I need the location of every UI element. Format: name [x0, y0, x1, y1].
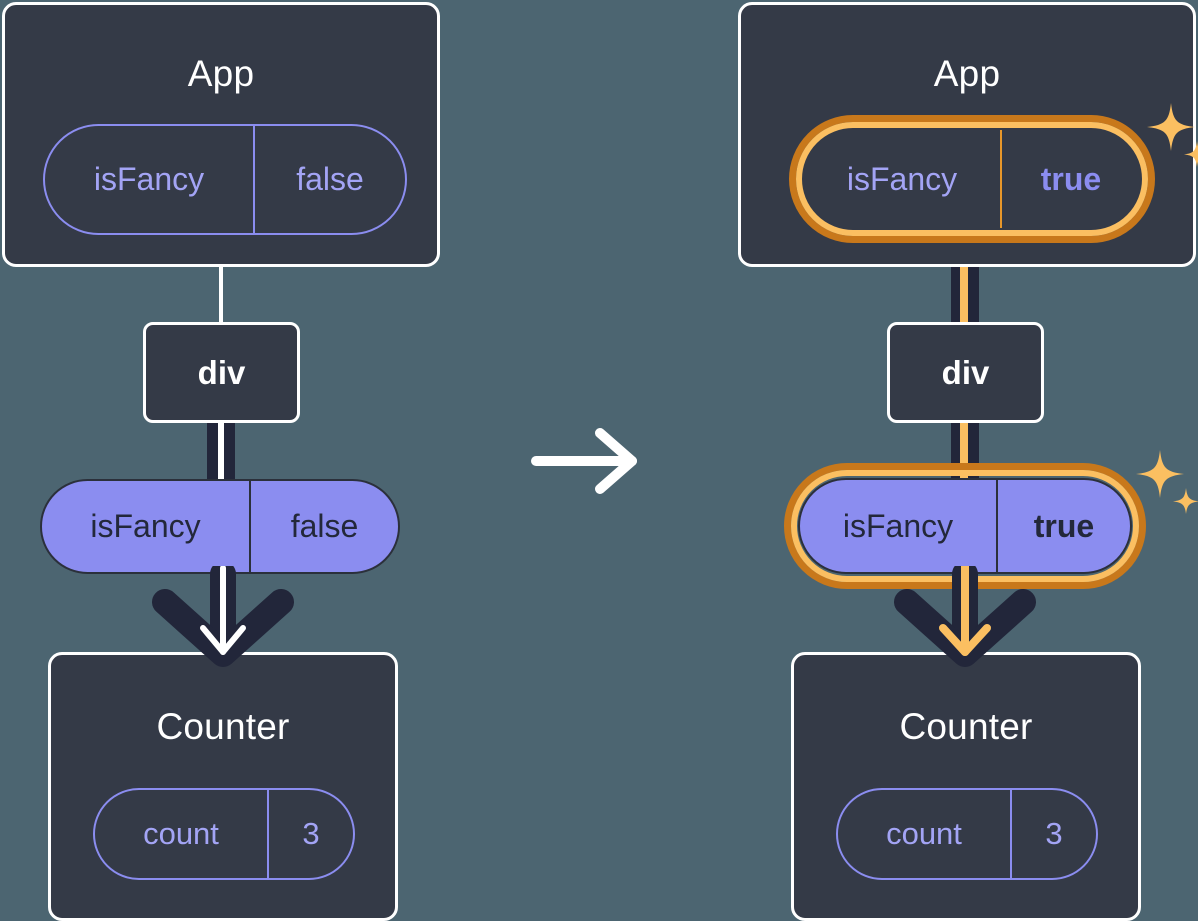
div-label-right: div [941, 353, 990, 391]
app-state-pill-right: isFancy true [804, 130, 1140, 228]
counter-state-pill-right: count 3 [836, 788, 1098, 880]
counter-node-left: Counter count 3 [48, 652, 398, 921]
sparkle-icon-prop-right [1128, 440, 1198, 530]
div-label-left: div [197, 353, 246, 391]
highlight-ring-outer-app-right [789, 115, 1155, 243]
pill-value-left-app: false [253, 126, 405, 233]
app-title-right: App [933, 53, 1001, 94]
pill-name-left-app: isFancy [93, 161, 205, 197]
transition-arrow-icon [528, 425, 648, 497]
pill-value-right-prop: true [996, 480, 1130, 572]
counter-title-right: Counter [899, 706, 1033, 747]
wire-app-to-div-left [219, 262, 223, 324]
wire-div-to-pill-right-core [960, 420, 968, 486]
app-state-pill-left: isFancy false [43, 124, 407, 235]
counter-state-pill-left: count 3 [93, 788, 355, 880]
prop-pill-left: isFancy false [40, 479, 400, 574]
app-node-left: App isFancy false [2, 2, 440, 267]
app-title-left: App [187, 53, 255, 94]
sparkle-icon-app-right [1139, 93, 1198, 183]
pill-name-right-prop: isFancy [842, 507, 954, 544]
highlight-ring-inner-app-right [796, 122, 1148, 236]
pill-name-left-prop: isFancy [90, 508, 201, 544]
arrow-pill-to-counter-left [140, 561, 306, 676]
pill-value-right-app: true [1000, 130, 1140, 228]
pill-name-right-app: isFancy [846, 160, 958, 197]
arrow-pill-to-counter-right [882, 561, 1048, 676]
counter-title-left: Counter [156, 706, 290, 747]
counter-node-right: Counter count 3 [791, 652, 1141, 921]
pill-name-right-counter: count [886, 816, 962, 851]
pill-value-right-counter: 3 [1010, 790, 1096, 878]
wire-div-to-pill-left-core [218, 420, 224, 486]
div-node-left: div [143, 322, 300, 423]
wire-app-to-div-right-core [960, 262, 968, 326]
pill-name-left-counter: count [143, 816, 219, 851]
pill-value-left-counter: 3 [267, 790, 353, 878]
div-node-right: div [887, 322, 1044, 423]
pill-value-left-prop: false [249, 481, 398, 572]
prop-pill-right: isFancy true [798, 478, 1132, 574]
app-node-right: App isFancy true [738, 2, 1198, 267]
